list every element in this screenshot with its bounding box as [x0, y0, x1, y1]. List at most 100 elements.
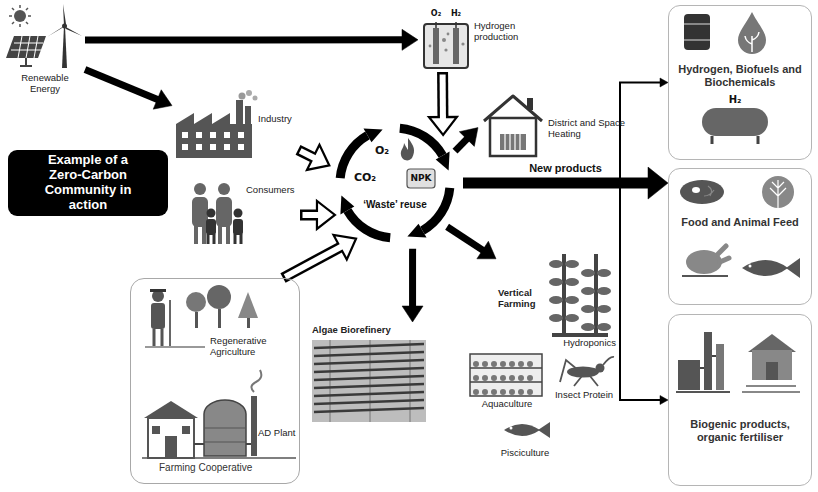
- digester-plant-icon: [165, 436, 177, 458]
- house-heating-icon: [527, 98, 533, 110]
- solar-wind-icon: [11, 36, 43, 58]
- hydroponic-towers: [594, 254, 598, 334]
- arrow-head: [648, 167, 668, 199]
- biogenic-icons: [716, 344, 724, 390]
- hydroponic-towers: [565, 278, 579, 286]
- factory-icon: [239, 93, 246, 100]
- electrolyser-icon: [424, 22, 468, 68]
- cycle-arrows: [347, 211, 390, 238]
- fertiliser-bag: [407, 169, 435, 188]
- fuel-icons: [745, 32, 759, 52]
- node-label: Hydrogen, Biofuels and Biochemicals: [674, 63, 806, 88]
- farmer-trees-icon: [151, 303, 165, 329]
- family-icon: [218, 183, 230, 195]
- digester-plant-icon: [251, 370, 261, 392]
- node-label: AD Plant: [258, 428, 298, 439]
- cycle-arrows: [340, 128, 450, 238]
- arrow-shaft: [85, 36, 403, 43]
- title-box: Example of a Zero-Carbon Community in ac…: [8, 150, 168, 216]
- arrow-fill: [285, 246, 343, 277]
- biogenic-icons: [700, 356, 716, 368]
- hydroponic-towers: [549, 260, 563, 268]
- node-label: Insect Protein: [552, 390, 616, 401]
- farmer-trees-icon: [145, 346, 205, 348]
- digester-plant-icon: [152, 426, 160, 434]
- algae-unit: Algae Biorefinery: [308, 322, 430, 425]
- symbol-label: H₂: [451, 10, 461, 19]
- biogenic-icons: [766, 362, 778, 380]
- grasshopper-icon: [560, 357, 614, 386]
- flame-icon: [401, 138, 414, 160]
- coop-box: Farming Cooperative Regenerative Agricult…: [130, 278, 300, 484]
- solar-wind-icon: [62, 26, 67, 68]
- family-icon: [234, 209, 243, 218]
- arrow-head: [660, 396, 668, 405]
- cycle-arrows: [364, 128, 383, 142]
- insect-unit: Insect Protein: [552, 356, 616, 404]
- farmer-trees-icon: [207, 285, 231, 309]
- food-icons: [682, 275, 728, 277]
- factory-icon: [182, 132, 244, 150]
- hydroponic-towers: [565, 296, 579, 304]
- food-icons: [742, 260, 788, 276]
- fish-icon: [504, 424, 540, 436]
- arrow-head: [459, 128, 478, 147]
- hydroponic-towers: [565, 260, 579, 268]
- aquaculture-shelves: [476, 364, 530, 392]
- fuel-icons: [702, 108, 768, 136]
- symbol-label: H₂: [729, 94, 742, 105]
- farmer-trees-icon: [186, 292, 206, 312]
- fuel-icons: [738, 12, 766, 54]
- arrow-shaft: [463, 183, 661, 400]
- energy-source: Renewable Energy: [5, 3, 85, 98]
- consumer-group: Consumers: [188, 175, 300, 245]
- digester-plant-icon: [194, 443, 251, 445]
- family-icon: [233, 219, 243, 235]
- node-label: Algae Biorefinery: [312, 325, 422, 336]
- digester-plant-icon: [182, 426, 190, 434]
- hydroponic-towers: [581, 287, 595, 295]
- hydroponic-towers: [581, 323, 595, 331]
- digester-plant-icon: [144, 401, 198, 418]
- solar-wind-icon: [6, 4, 82, 68]
- flow-arrow: [447, 227, 496, 259]
- product-panel: Biogenic products, organic fertiliser: [668, 314, 812, 486]
- electrolyser-icon: [424, 24, 468, 68]
- heating-unit: District and Space Heating: [478, 88, 628, 160]
- fish-icon: [504, 422, 550, 438]
- arrow-fill: [303, 212, 320, 218]
- hydroponic-towers: [581, 305, 595, 313]
- hydroponic-towers: [562, 254, 566, 334]
- arrow-head: [477, 241, 496, 259]
- node-label: Biogenic products, organic fertiliser: [674, 418, 806, 443]
- solar-wind-icon: [62, 24, 67, 29]
- flow-arrow: [463, 183, 668, 405]
- food-icons: [786, 258, 800, 278]
- biogenic-icons: [742, 386, 800, 392]
- solar-wind-icon: [6, 36, 46, 58]
- hydroponic-towers: [549, 296, 563, 304]
- arrow-head: [153, 90, 172, 109]
- industry-site: Industry: [172, 92, 298, 160]
- regen-unit: Regenerative Agriculture: [138, 284, 292, 360]
- node-label: Farming Cooperative: [159, 462, 289, 474]
- factory-icon: [245, 106, 251, 125]
- arrow-shaft: [447, 227, 483, 251]
- arrow-shaft: [85, 70, 158, 100]
- node-label: Aquaculture: [466, 399, 548, 410]
- fish-icon: [510, 427, 513, 430]
- fish-unit: Pisciculture: [490, 416, 560, 464]
- hydroponic-towers: [597, 287, 611, 295]
- arrow-head: [402, 306, 423, 322]
- flow-arrow: [300, 201, 335, 229]
- family-icon: [194, 183, 206, 195]
- biogenic-icons: [676, 332, 800, 392]
- digester-plant-icon: [148, 418, 194, 458]
- arrow-fill: [300, 151, 316, 159]
- hydroponic-towers: [597, 305, 611, 313]
- flame-icon: [401, 138, 414, 160]
- node-label: Pisciculture: [490, 448, 560, 459]
- flow-arrow: [429, 72, 457, 135]
- electrolyser-icon: [436, 22, 456, 28]
